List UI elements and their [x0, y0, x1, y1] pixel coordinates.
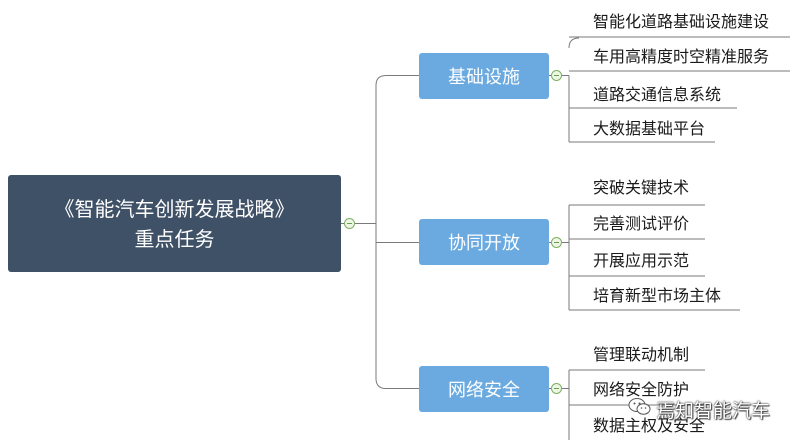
wechat-icon — [628, 397, 652, 422]
leaf-node[interactable]: 网络安全防护 — [593, 380, 690, 399]
branch-label: 协同开放 — [448, 233, 520, 254]
branch-label: 网络安全 — [448, 380, 520, 401]
watermark-text: 焉知智能汽车 — [656, 400, 771, 422]
leaf-node[interactable]: 数据主权及安全 — [593, 416, 706, 435]
leaf-node[interactable]: 大数据基础平台 — [593, 119, 706, 138]
leaf-node[interactable]: 车用高精度时空精准服务 — [593, 47, 770, 66]
leaf-node[interactable]: 管理联动机制 — [593, 345, 690, 364]
leaf-node[interactable]: 智能化道路基础设施建设 — [593, 12, 770, 31]
leaf-node[interactable]: 突破关键技术 — [593, 178, 690, 197]
leaf-node[interactable]: 培育新型市场主体 — [593, 286, 722, 305]
connector-b1-l2 — [568, 37, 580, 49]
watermark: 焉知智能汽车 — [628, 396, 770, 423]
collapse-toggle-icon[interactable] — [551, 237, 562, 248]
connector-trunk — [375, 75, 419, 389]
branch-node-collaboration[interactable]: 协同开放 — [419, 219, 549, 265]
leaf-node[interactable]: 开展应用示范 — [593, 251, 690, 270]
root-subtitle: 重点任务 — [134, 226, 215, 251]
leaf-node[interactable]: 道路交通信息系统 — [593, 85, 722, 104]
collapse-toggle-icon[interactable] — [551, 70, 562, 81]
leaf-node[interactable]: 完善测试评价 — [593, 214, 690, 233]
branch-node-infrastructure[interactable]: 基础设施 — [419, 53, 549, 99]
branch-label: 基础设施 — [448, 67, 520, 88]
collapse-toggle-icon[interactable] — [551, 383, 562, 394]
root-title: 《智能汽车创新发展战略》 — [54, 196, 295, 221]
root-node[interactable]: 《智能汽车创新发展战略》 重点任务 — [8, 175, 341, 272]
branch-node-cybersecurity[interactable]: 网络安全 — [419, 366, 549, 412]
collapse-toggle-icon[interactable] — [344, 218, 355, 229]
